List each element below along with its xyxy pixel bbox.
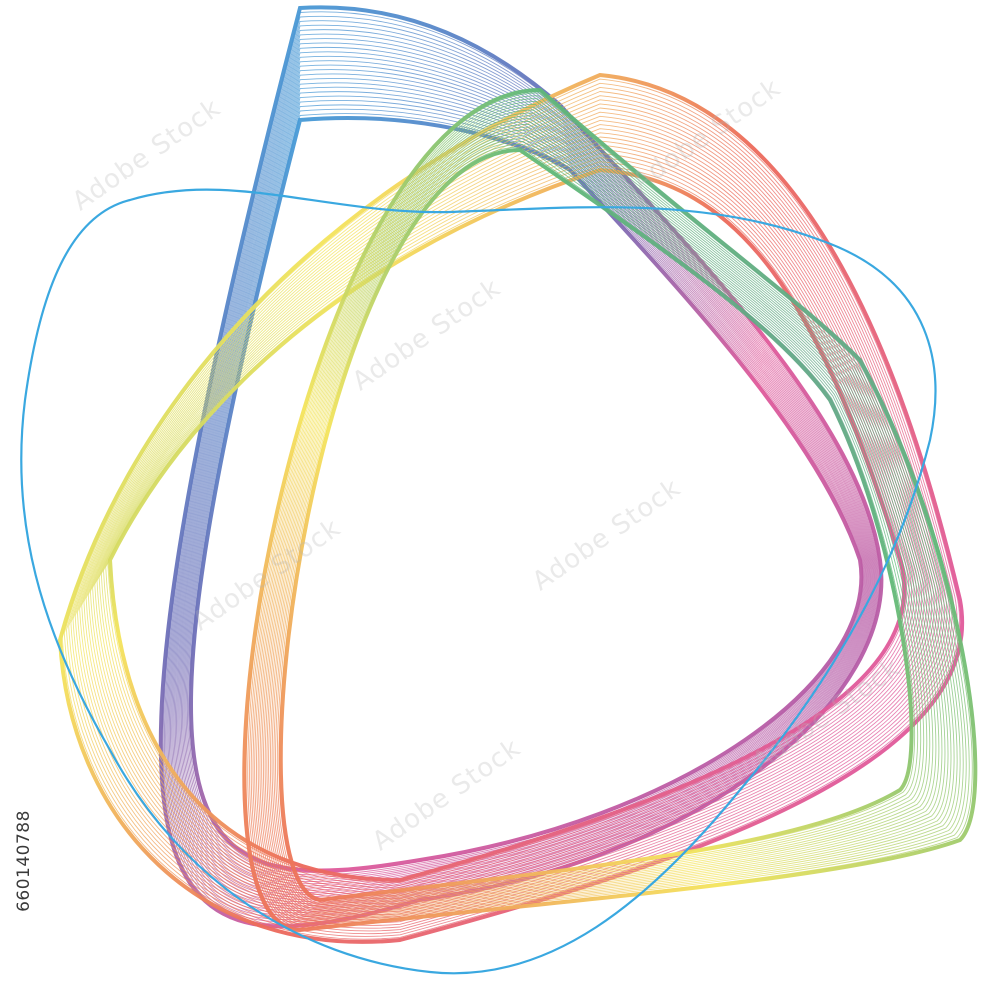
wave-line — [273, 138, 925, 907]
wave-line — [259, 115, 949, 918]
wave-line — [83, 119, 935, 913]
wave-line — [107, 167, 907, 883]
wave-line — [187, 104, 865, 878]
wave-line — [185, 100, 865, 880]
wave-line — [70, 95, 950, 929]
wave-line — [264, 123, 940, 914]
outer-blue-outline — [20, 188, 937, 975]
wave-line — [178, 73, 870, 894]
wave-line — [177, 69, 871, 896]
wave-line — [275, 140, 922, 905]
wave-line — [87, 128, 930, 907]
wave-line — [256, 109, 955, 921]
stock-id-text: 660140788 — [14, 809, 34, 912]
wave-line — [278, 147, 914, 903]
wave-line — [250, 100, 964, 925]
wave-line — [63, 82, 958, 937]
wave-line — [269, 132, 931, 910]
wave-line — [245, 92, 973, 930]
wave-line — [85, 124, 933, 910]
wave-line — [266, 126, 937, 912]
wave-line — [76, 107, 943, 921]
wave-line — [247, 95, 970, 928]
wave-line — [164, 20, 880, 921]
wave-line — [89, 132, 928, 905]
wave-line — [242, 87, 978, 933]
wave-line — [72, 99, 948, 926]
wave-line — [254, 106, 958, 922]
gradient-line-bands — [57, 5, 978, 944]
wave-line — [171, 46, 875, 907]
stock-id-label: 660140788 — [4, 748, 44, 973]
wave-line — [100, 153, 915, 891]
wave-line — [167, 33, 877, 914]
wave-line — [61, 78, 960, 940]
wave-line — [257, 112, 952, 920]
wave-line — [74, 103, 945, 924]
wave-line — [261, 118, 946, 917]
wave-line — [249, 98, 967, 927]
wave-line — [276, 143, 919, 904]
wave-line — [262, 120, 943, 915]
wave-line — [166, 29, 878, 916]
wave-line — [57, 72, 965, 944]
wave-line — [252, 103, 961, 924]
wave-line — [268, 129, 934, 911]
wave-line — [271, 135, 928, 908]
wave-line — [98, 148, 918, 894]
